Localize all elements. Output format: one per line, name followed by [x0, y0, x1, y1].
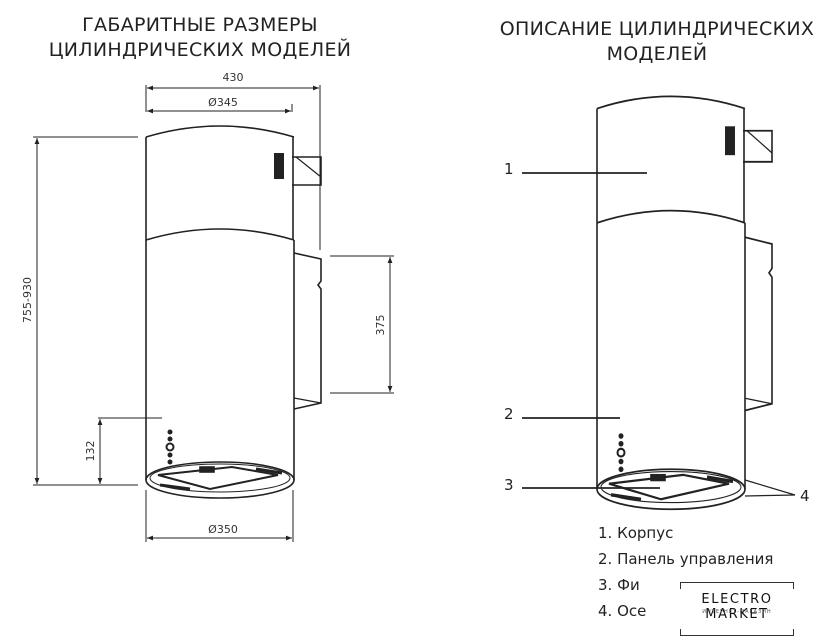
watermark-sub: ИНТЕРНЕТ-МАГАЗИН — [702, 609, 772, 615]
callout-3: 3 — [504, 476, 514, 494]
dim-375: 375 — [374, 315, 387, 336]
legend-item: 4. Осе — [598, 602, 647, 620]
legend-item: 3. Фи — [598, 576, 640, 594]
watermark-name: ELECTRO MARKET — [701, 592, 773, 622]
electro-market-watermark: ELECTRO MARKET ИНТЕРНЕТ-МАГАЗИН — [672, 578, 802, 640]
watermark-bracket-top — [680, 582, 794, 589]
dim-132: 132 — [84, 441, 97, 462]
dim-430: 430 — [223, 71, 244, 84]
right-title-line1: ОПИСАНИЕ ЦИЛИНДРИЧЕСКИХ — [499, 18, 815, 40]
left-title-line2: ЦИЛИНДРИЧЕСКИХ МОДЕЛЕЙ — [48, 39, 352, 61]
callout-lines — [522, 172, 796, 497]
legend-item: 2. Панель управления — [598, 550, 774, 568]
left-title-line1: ГАБАРИТНЫЕ РАЗМЕРЫ — [82, 14, 318, 36]
legend-item: 1. Корпус — [598, 524, 674, 542]
hood-description-drawing — [595, 94, 774, 511]
dim-345: Ø345 — [208, 96, 238, 109]
callout-2: 2 — [504, 405, 514, 423]
dim-height: 755-930 — [21, 277, 34, 323]
left-title: ГАБАРИТНЫЕ РАЗМЕРЫ ЦИЛИНДРИЧЕСКИХ МОДЕЛЕ… — [30, 13, 370, 63]
callout-1: 1 — [504, 160, 514, 178]
watermark-bracket-bottom — [680, 629, 794, 636]
callout-4: 4 — [800, 487, 810, 505]
right-title-line2: МОДЕЛЕЙ — [606, 43, 708, 65]
parts-legend: 1. Корпус 2. Панель управления 3. Фи 4. … — [598, 520, 773, 624]
hood-dimension-drawing — [144, 124, 323, 500]
right-title: ОПИСАНИЕ ЦИЛИНДРИЧЕСКИХ МОДЕЛЕЙ — [480, 17, 834, 67]
dim-350: Ø350 — [208, 523, 238, 536]
dimension-lines — [33, 85, 394, 542]
